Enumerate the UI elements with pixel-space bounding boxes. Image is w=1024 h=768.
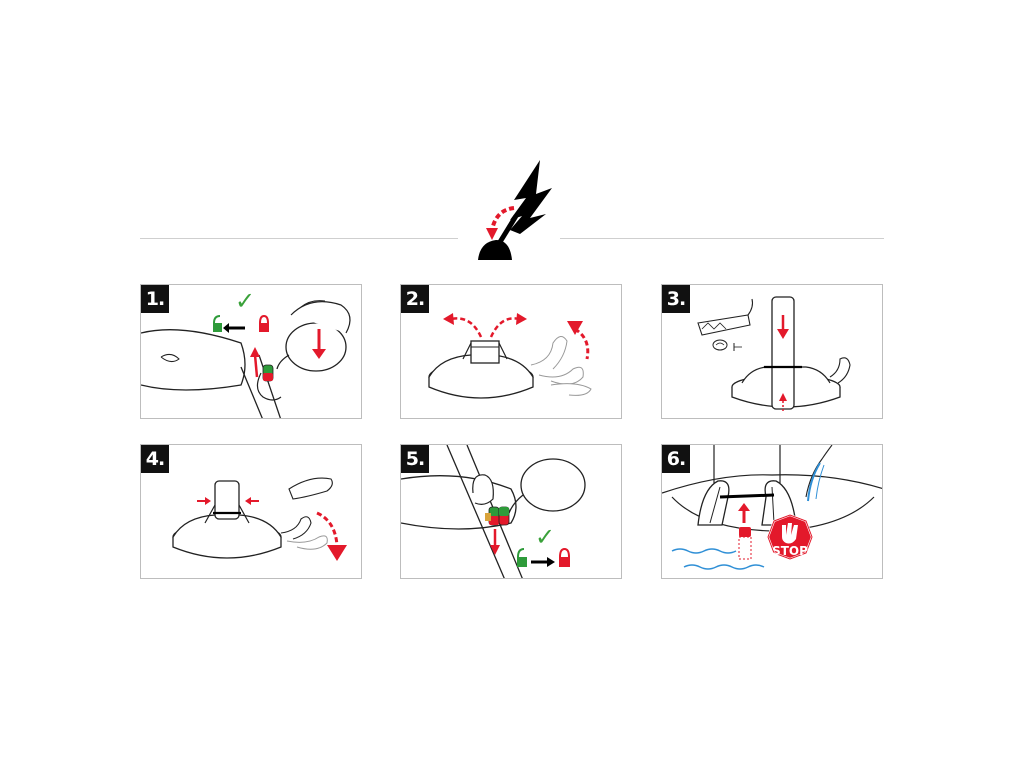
step-4-number: 4. bbox=[141, 445, 169, 473]
step-1-number: 1. bbox=[141, 285, 169, 313]
step-5-illustration bbox=[401, 445, 586, 578]
ok-check-icon: ✓ bbox=[235, 287, 256, 315]
tree-stand-tilt-icon bbox=[478, 160, 552, 260]
step-3-panel: 3. bbox=[661, 284, 883, 419]
step-3-illustration bbox=[697, 296, 851, 413]
step-4-illustration bbox=[172, 477, 347, 561]
step-2-panel: 2. bbox=[400, 284, 622, 419]
step-6-number: 6. bbox=[662, 445, 690, 473]
stop-sign-text: STOP bbox=[772, 544, 808, 558]
step-6-illustration: STOP bbox=[662, 445, 882, 570]
step-2-illustration bbox=[428, 313, 592, 399]
step-2-number: 2. bbox=[401, 285, 429, 313]
header-rule-left bbox=[140, 238, 458, 239]
header-rule-right bbox=[560, 238, 884, 239]
step-5-number: 5. bbox=[401, 445, 429, 473]
ok-check-icon: ✓ bbox=[535, 523, 556, 551]
step-3-number: 3. bbox=[662, 285, 690, 313]
step-1-illustration bbox=[141, 300, 351, 418]
step-4-panel: 4. bbox=[140, 444, 362, 579]
step-6-panel: STOP 6. bbox=[661, 444, 883, 579]
step-1-panel: ✓ 1. bbox=[140, 284, 362, 419]
step-5-panel: ✓ 5. bbox=[400, 444, 622, 579]
